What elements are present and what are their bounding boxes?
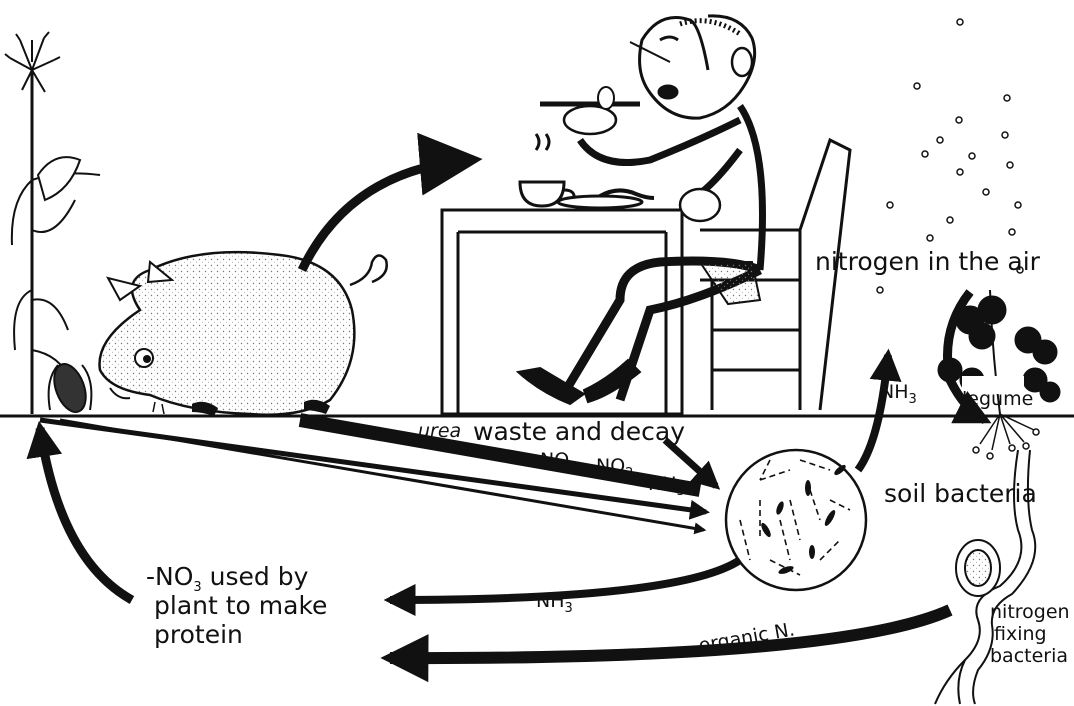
svg-text:plant to make: plant to make xyxy=(154,591,327,620)
corn-plant-illustration xyxy=(5,32,100,416)
label-nitrogen-in-air: nitrogen in the air xyxy=(815,247,1041,276)
label-soil-bacteria: soil bacteria xyxy=(884,479,1037,508)
svg-text:bacteria: bacteria xyxy=(990,645,1068,667)
arrow-organic-n xyxy=(390,610,950,658)
label-waste-and-decay: waste and decay xyxy=(473,417,685,446)
arrow-bacteria-to-air xyxy=(858,355,888,470)
soil-bacteria-circle xyxy=(726,450,866,590)
label-legume: legume xyxy=(962,388,1033,410)
label-plant-protein: -NO3 used by plant to make protein xyxy=(146,562,327,649)
svg-text:nitrogen: nitrogen xyxy=(990,601,1070,623)
dining-table-illustration xyxy=(442,134,850,414)
label-urea: urea xyxy=(418,420,461,442)
label-nitrogen-fixing-bacteria: nitrogen fixing bacteria xyxy=(990,601,1070,667)
arrow-bacteria-nh3-left xyxy=(390,560,740,600)
pig-illustration xyxy=(100,252,387,416)
svg-text:fixing: fixing xyxy=(994,623,1047,645)
svg-text:NH3: NH3 xyxy=(648,473,685,499)
arrow-to-corn xyxy=(40,428,132,600)
svg-text:protein: protein xyxy=(154,620,243,649)
